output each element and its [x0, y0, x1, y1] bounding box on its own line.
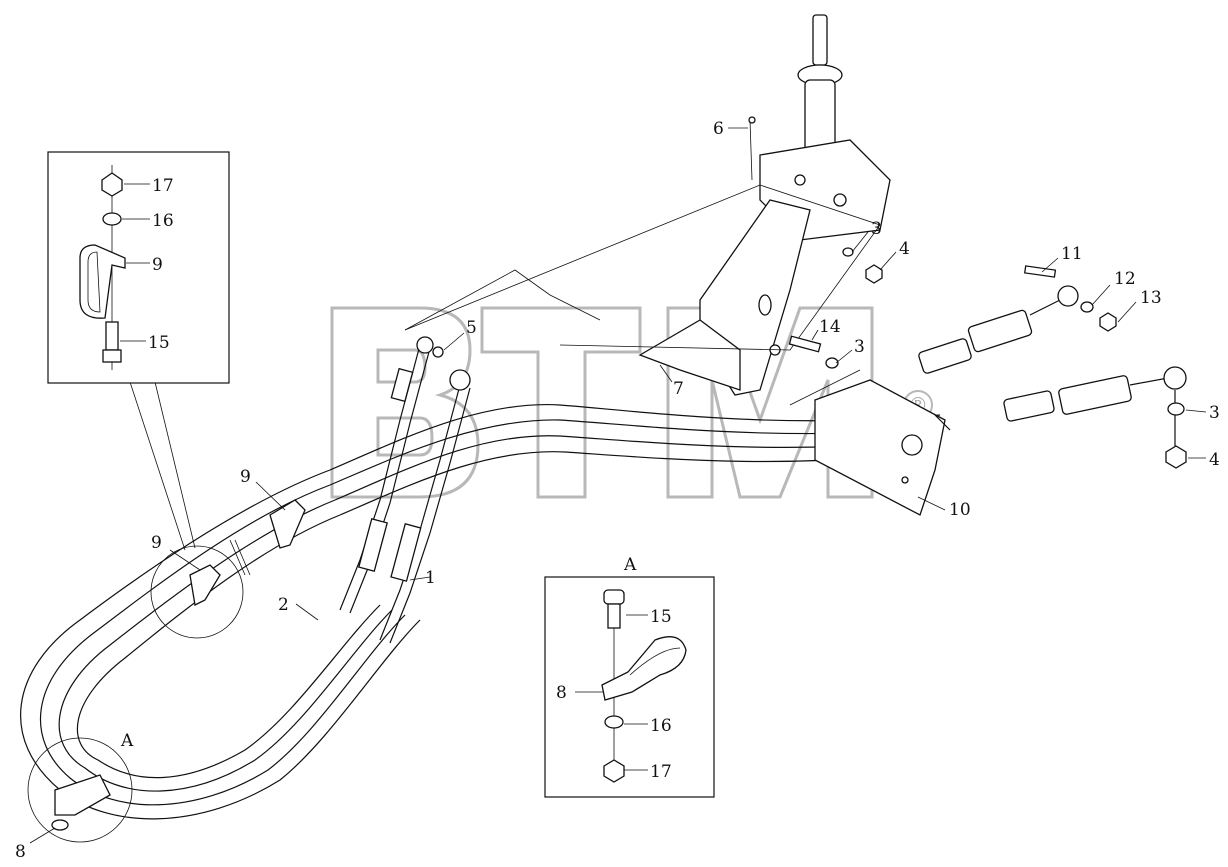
callout-13: 13 — [1140, 288, 1162, 308]
cable-clips — [51, 499, 306, 831]
view-marker-a: A — [120, 731, 134, 751]
callout-1: 1 — [425, 568, 436, 588]
callout-12: 12 — [1114, 269, 1136, 289]
callout-9a: 9 — [240, 467, 251, 487]
callout-9b: 9 — [151, 533, 162, 553]
gearbox-cable-ends — [918, 285, 1187, 460]
detail-left-callout-15: 15 — [148, 333, 170, 353]
cable-end-fittings — [339, 336, 471, 644]
callout-5: 5 — [466, 318, 477, 338]
callout-6: 6 — [713, 119, 724, 139]
callout-4a: 4 — [899, 239, 910, 259]
detail-a-callout-16: 16 — [650, 716, 672, 736]
fasteners — [432, 247, 1187, 469]
detail-a-callout-8: 8 — [556, 683, 567, 703]
detail-left-callout-9: 9 — [152, 255, 163, 275]
gear-shifter-assembly — [638, 14, 891, 396]
cable-mount-bracket — [814, 379, 951, 516]
detail-a-callout-17: 17 — [650, 762, 672, 782]
callout-7: 7 — [673, 379, 684, 399]
detail-left-callout-16: 16 — [152, 211, 174, 231]
callout-4b: 4 — [1209, 450, 1220, 470]
callout-14: 14 — [819, 317, 841, 337]
select-cable-run — [329, 403, 941, 516]
detail-a-title: A — [623, 555, 637, 575]
callout-3c: 3 — [1209, 403, 1220, 423]
callout-8: 8 — [15, 842, 26, 862]
main-callouts: 1 2 3 4 3 3 4 5 6 7 8 9 9 10 11 12 13 — [15, 119, 1220, 862]
callout-2: 2 — [278, 595, 289, 615]
callout-11: 11 — [1061, 244, 1083, 264]
callout-3a: 3 — [871, 219, 882, 239]
detail-left-callout-17: 17 — [152, 176, 174, 196]
detail-box-clip-9: 17 16 9 15 — [47, 151, 230, 384]
assembly-trace-lines — [404, 184, 881, 406]
callout-10: 10 — [949, 500, 971, 520]
callout-3b: 3 — [854, 337, 865, 357]
shift-cable-loop — [20, 469, 421, 820]
detail-a-callout-15: 15 — [650, 607, 672, 627]
detail-box-a: A 15 8 16 17 — [544, 555, 715, 798]
detail-magnifiers — [27, 381, 251, 843]
